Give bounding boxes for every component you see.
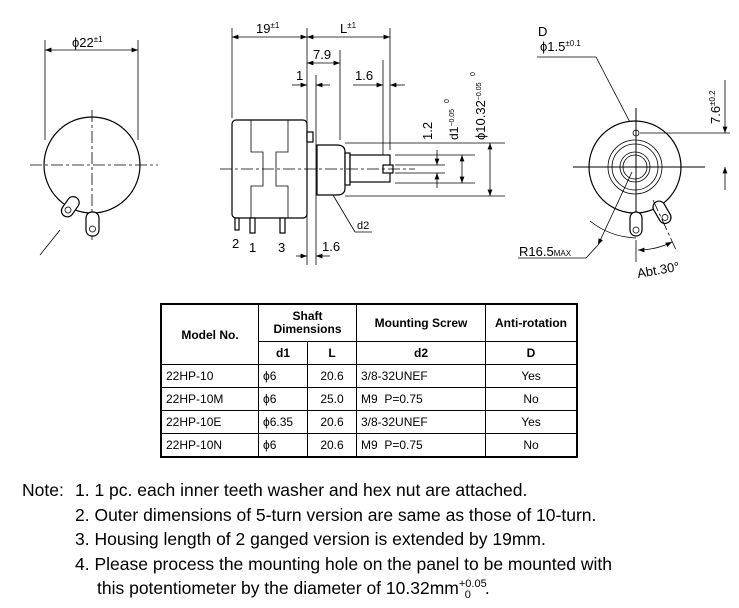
cell-d2: 3/8-32UNEF [356, 364, 486, 388]
cell-model: 22HP-10N [160, 433, 259, 458]
cell-d2: M9 P=0.75 [356, 387, 486, 411]
front-diameter-label: ϕ22±1 [72, 35, 103, 50]
cell-D: Yes [485, 364, 578, 388]
dim-d1: d1−0.05 [447, 109, 461, 140]
cell-model: 22HP-10 [160, 364, 259, 388]
front-view: ϕ22±1 [30, 35, 158, 256]
cell-d2: M9 P=0.75 [356, 433, 486, 458]
notes: Note: 1. 1 pc. each inner teeth washer an… [22, 478, 612, 604]
cell-L: 20.6 [307, 433, 357, 458]
dim-slot-depth: 1.2 [420, 122, 435, 140]
cell-L: 20.6 [307, 364, 357, 388]
header-shaft: Shaft Dimensions [258, 303, 357, 342]
header-anti: Anti-rotation [485, 303, 578, 342]
dim-bushing-dia: ϕ10.32−0.05 [473, 82, 488, 140]
hole-label: D [538, 24, 547, 39]
cell-L: 25.0 [307, 387, 357, 411]
note-item: 3. Housing length of 2 ganged version is… [75, 529, 546, 549]
cell-d1: ϕ6 [258, 387, 308, 411]
header-screw: Mounting Screw [356, 303, 486, 342]
spec-table: Model No. Shaft Dimensions Mounting Scre… [160, 303, 578, 458]
angle-label: Abt.30° [636, 259, 681, 281]
table-row: 22HP-10N ϕ6 20.6 M9 P=0.75 No [160, 433, 578, 458]
subheader-d2: d2 [356, 341, 486, 365]
cell-D: No [485, 387, 578, 411]
dim-flange: 1 [296, 68, 303, 83]
dim-shaft-length: L±1 [340, 21, 357, 36]
cell-D: Yes [485, 410, 578, 434]
table-row: 22HP-10 ϕ6 20.6 3/8-32UNEF Yes [160, 364, 578, 388]
cell-model: 22HP-10E [160, 410, 259, 434]
cell-d1: ϕ6 [258, 433, 308, 458]
bushing-tol-upper: 0 [470, 72, 477, 76]
note-item-cont: this potentiometer by the diameter of 10… [97, 578, 490, 601]
dim-body-length: 19±1 [256, 21, 280, 36]
subheader-D: D [485, 341, 578, 365]
subheader-d1: d1 [258, 341, 308, 365]
technical-drawing: ϕ22±1 19±1 L±1 7.9 1 1.6 [30, 21, 730, 281]
side-view: 19±1 L±1 7.9 1 1.6 2 1 3 1.6 d2 [220, 21, 505, 265]
cell-D: No [485, 433, 578, 458]
table-row: 22HP-10E ϕ6.35 20.6 3/8-32UNEF Yes [160, 410, 578, 434]
radius-label: R16.5MAX [519, 244, 572, 259]
dim-bushing-length: 7.9 [313, 47, 331, 62]
pin-3-label: 3 [278, 240, 285, 255]
dim-hole-offset: 7.6±0.2 [708, 90, 723, 124]
pin-1-label: 1 [249, 240, 256, 255]
dim-pin-offset: 1.6 [322, 239, 340, 254]
cell-model: 22HP-10M [160, 387, 259, 411]
notes-label: Note: [22, 480, 64, 500]
note-item: 1. 1 pc. each inner teeth washer and hex… [75, 480, 528, 500]
note-item: 4. Please process the mounting hole on t… [75, 553, 613, 574]
cell-L: 20.6 [307, 410, 357, 434]
table-row: 22HP-10M ϕ6 25.0 M9 P=0.75 No [160, 387, 578, 411]
hole-diameter: ϕ1.5±0.1 [540, 39, 581, 54]
thread-label: d2 [357, 220, 369, 232]
cell-d2: 3/8-32UNEF [356, 410, 486, 434]
subheader-L: L [307, 341, 357, 365]
pin-2-label: 2 [232, 236, 239, 251]
cell-d1: ϕ6 [258, 364, 308, 388]
rear-view: D ϕ1.5±0.1 7.6±0.2 R16.5MAX Abt.30° [518, 24, 730, 281]
cell-d1: ϕ6.35 [258, 410, 308, 434]
note-item: 2. Outer dimensions of 5-turn version ar… [75, 504, 597, 525]
header-model: Model No. [160, 303, 259, 365]
dim-slot-width: 1.6 [355, 68, 373, 83]
d1-tol-upper: 0 [444, 99, 451, 103]
